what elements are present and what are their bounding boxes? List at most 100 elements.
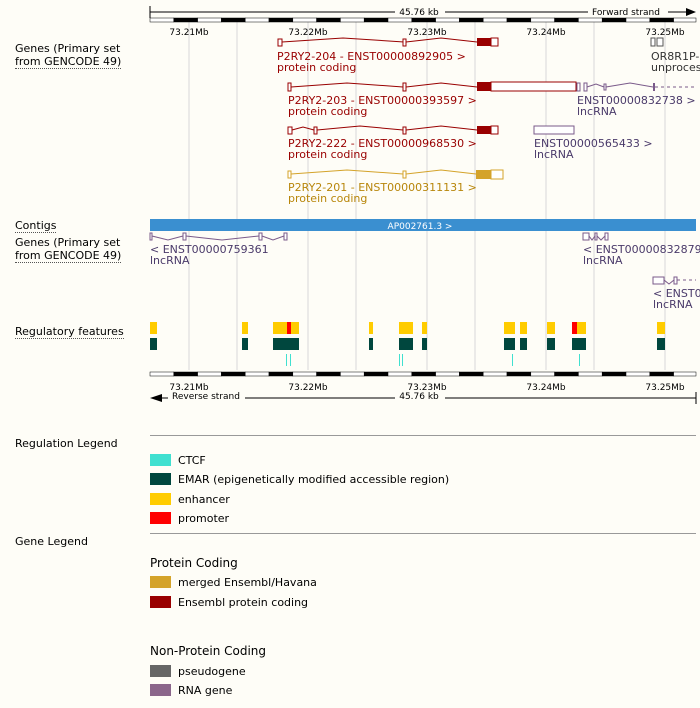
enhancer-feature[interactable]: [504, 322, 515, 334]
gene-p2ry2-222[interactable]: P2RY2-222 - ENST00000968530 > protein co…: [287, 125, 499, 161]
ruler-segment: [506, 17, 532, 23]
legend-divider: [150, 533, 696, 534]
legend-swatch: [150, 512, 171, 524]
gene-type: protein coding: [277, 61, 356, 74]
track-label-genes-forward[interactable]: Genes (Primary set from GENCODE 49): [15, 42, 122, 69]
emar-feature[interactable]: [422, 338, 427, 350]
non-protein-coding-title: Non-Protein Coding: [150, 644, 267, 658]
tick-label-bottom-4: 73.24Mb: [526, 383, 566, 393]
gene-type: lncRNA: [150, 254, 190, 267]
enhancer-feature[interactable]: [291, 322, 299, 334]
gene-name: ENST00000832738 >: [577, 94, 696, 107]
legend-item-promoter: promoter: [150, 511, 229, 525]
ruler-segment: [625, 17, 651, 23]
scale-length-top: 45.76 kb: [399, 8, 439, 18]
emar-feature[interactable]: [572, 338, 586, 350]
legend-item-merged: merged Ensembl/Havana: [150, 575, 317, 589]
ruler-segment: [268, 371, 294, 377]
ctcf-feature[interactable]: [399, 354, 400, 366]
gene-enst00000832879[interactable]: < ENST00000832879 lncRNA: [582, 232, 700, 267]
gene-name: P2RY2-204 - ENST00000892905 >: [277, 50, 466, 63]
scale-length-bottom: 45.76 kb: [399, 392, 439, 402]
ruler-segment: [316, 371, 341, 377]
gene-or8r1p[interactable]: OR8R1P-2 unproces: [650, 37, 700, 74]
legend-label: enhancer: [178, 492, 230, 506]
emar-feature[interactable]: [547, 338, 555, 350]
gene-type: protein coding: [288, 148, 367, 161]
tick-label-bottom-1: 73.21Mb: [169, 383, 209, 393]
ruler-segment: [554, 17, 579, 23]
gene-type: lncRNA: [583, 254, 623, 267]
ruler-segment: [292, 371, 317, 377]
ctcf-feature[interactable]: [286, 354, 287, 366]
ruler-segment: [435, 17, 460, 23]
enhancer-feature[interactable]: [399, 322, 413, 334]
legend-divider: [150, 435, 696, 436]
gene-type: lncRNA: [653, 298, 693, 311]
gene-p2ry2-201[interactable]: P2RY2-201 - ENST00000311131 > protein co…: [287, 169, 504, 205]
legend-swatch: [150, 665, 171, 677]
regulatory-features[interactable]: [150, 322, 665, 366]
ruler-segment: [578, 371, 603, 377]
gene-name: < ENST0: [653, 287, 700, 300]
promoter-feature[interactable]: [287, 322, 291, 334]
reverse-arrow-icon: [150, 394, 162, 402]
ruler-segment: [363, 17, 389, 23]
gene-p2ry2-203[interactable]: P2RY2-203 - ENST00000393597 > protein co…: [287, 81, 577, 118]
contig-ap002761[interactable]: AP002761.3 >: [150, 219, 696, 232]
tick-label-bottom-2: 73.22Mb: [288, 383, 328, 393]
ruler-segment: [601, 371, 627, 377]
gene-enst0-reverse[interactable]: < ENST0 lncRNA: [652, 276, 700, 311]
gene-name: < ENST00000759361: [150, 243, 269, 256]
emar-feature[interactable]: [399, 338, 413, 350]
gene-p2ry2-204[interactable]: P2RY2-204 - ENST00000892905 > protein co…: [277, 37, 499, 74]
ruler-segment: [482, 17, 508, 23]
emar-feature[interactable]: [520, 338, 527, 350]
enhancer-feature[interactable]: [369, 322, 373, 334]
tick-label-top-5: 73.25Mb: [645, 28, 685, 38]
enhancer-feature[interactable]: [577, 322, 586, 334]
tick-label-top-3: 73.23Mb: [407, 28, 447, 38]
ruler-segment: [244, 371, 270, 377]
gene-enst00000565433[interactable]: ENST00000565433 > lncRNA: [533, 125, 653, 161]
ruler-segment: [649, 17, 674, 23]
enhancer-feature[interactable]: [657, 322, 665, 334]
ctcf-feature[interactable]: [402, 354, 403, 366]
track-label-genes-reverse[interactable]: Genes (Primary set from GENCODE 49): [15, 236, 122, 263]
legend-item-enhancer: enhancer: [150, 492, 230, 506]
ruler-segment: [149, 17, 175, 23]
emar-feature[interactable]: [657, 338, 665, 350]
ruler-segment: [316, 17, 341, 23]
legend-label: Ensembl protein coding: [178, 595, 309, 609]
ruler-segment: [387, 17, 413, 23]
emar-feature[interactable]: [242, 338, 248, 350]
track-label-regulatory[interactable]: Regulatory features: [15, 325, 124, 339]
track-label-contigs[interactable]: Contigs: [15, 219, 57, 233]
emar-feature[interactable]: [150, 338, 157, 350]
ctcf-feature[interactable]: [579, 354, 580, 366]
ruler-segment: [387, 371, 413, 377]
gene-enst00000832738[interactable]: ENST00000832738 > lncRNA: [576, 82, 696, 118]
emar-feature[interactable]: [369, 338, 373, 350]
enhancer-feature[interactable]: [547, 322, 555, 334]
emar-feature[interactable]: [273, 338, 299, 350]
enhancer-feature[interactable]: [422, 322, 427, 334]
ruler-segment: [673, 17, 697, 23]
legend-item-ctcf: CTCF: [150, 453, 206, 467]
enhancer-feature[interactable]: [273, 322, 287, 334]
emar-feature[interactable]: [504, 338, 515, 350]
regulation-legend-title: Regulation Legend: [15, 437, 118, 450]
promoter-feature[interactable]: [572, 322, 577, 334]
enhancer-feature[interactable]: [242, 322, 248, 334]
legend-swatch: [150, 473, 171, 485]
enhancer-feature[interactable]: [520, 322, 527, 334]
legend-swatch: [150, 576, 171, 588]
ctcf-feature[interactable]: [512, 354, 513, 366]
ruler-segment: [554, 371, 579, 377]
ctcf-feature[interactable]: [290, 354, 291, 366]
ruler-segment: [459, 17, 484, 23]
gene-enst00000759361[interactable]: < ENST00000759361 lncRNA: [149, 232, 288, 267]
enhancer-feature[interactable]: [150, 322, 157, 334]
tick-label-top-2: 73.22Mb: [288, 28, 328, 38]
